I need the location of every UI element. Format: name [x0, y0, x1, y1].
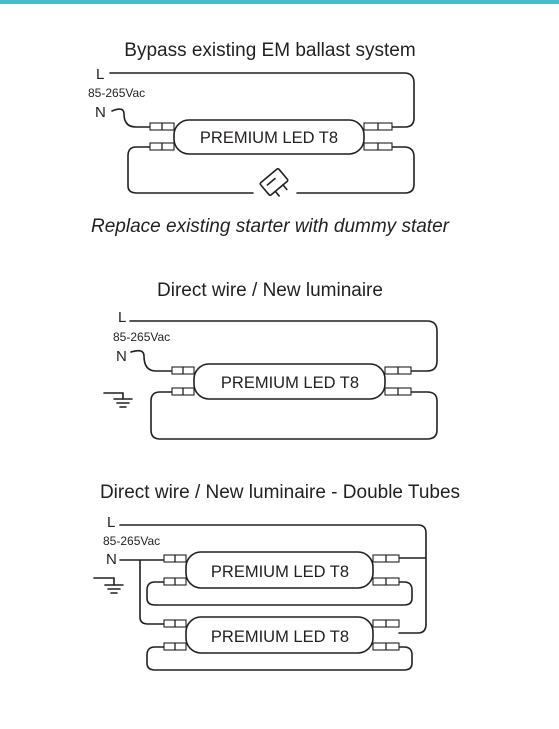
voltage-label: 85-265Vac [88, 86, 145, 100]
live-label: L [96, 66, 104, 83]
section-title: Direct wire / New luminaire [157, 280, 383, 301]
neutral-wire [130, 349, 173, 372]
section-title: Bypass existing EM ballast system [124, 40, 415, 61]
neutral-label: N [95, 104, 106, 121]
starter-loop-wire [127, 146, 415, 194]
live-wire [129, 320, 438, 372]
led-tube: PREMIUM LED T8 [163, 616, 400, 654]
tube-label: PREMIUM LED T8 [221, 374, 359, 392]
neutral-wire [119, 559, 167, 625]
tube-body [185, 616, 374, 654]
neutral-wire [111, 108, 151, 128]
live-label: L [107, 514, 115, 531]
voltage-label: 85-265Vac [113, 330, 170, 344]
section-bypass-ballast: Bypass existing EM ballast system L 85-2… [88, 40, 450, 237]
tube-label: PREMIUM LED T8 [200, 129, 338, 147]
top-accent-line [0, 0, 559, 4]
live-wire [109, 72, 415, 128]
dummy-starter-icon [259, 167, 289, 197]
loop-wire [150, 391, 438, 440]
voltage-label: 85-265Vac [103, 534, 160, 548]
ground-icon [93, 577, 124, 594]
section-direct-wire: Direct wire / New luminaire L 85-265Vac … [103, 280, 438, 440]
tube-body [185, 551, 374, 589]
live-label: L [118, 309, 126, 326]
loop-wire-2 [146, 646, 413, 671]
tube-label: PREMIUM LED T8 [211, 628, 349, 646]
neutral-label: N [106, 551, 117, 568]
tube-label: PREMIUM LED T8 [211, 563, 349, 581]
tube-body [193, 363, 386, 400]
live-wire [119, 524, 427, 634]
led-tube: PREMIUM LED T8 [149, 119, 393, 155]
section-caption: Replace existing starter with dummy stat… [91, 216, 450, 237]
led-tube: PREMIUM LED T8 [163, 551, 400, 589]
led-tube: PREMIUM LED T8 [171, 363, 412, 400]
ground-icon [103, 392, 133, 408]
loop-wire-1 [146, 581, 413, 606]
section-double-tubes: Direct wire / New luminaire - Double Tub… [93, 482, 460, 671]
section-title: Direct wire / New luminaire - Double Tub… [100, 482, 460, 503]
tube-body [173, 119, 365, 155]
neutral-label: N [116, 348, 127, 365]
